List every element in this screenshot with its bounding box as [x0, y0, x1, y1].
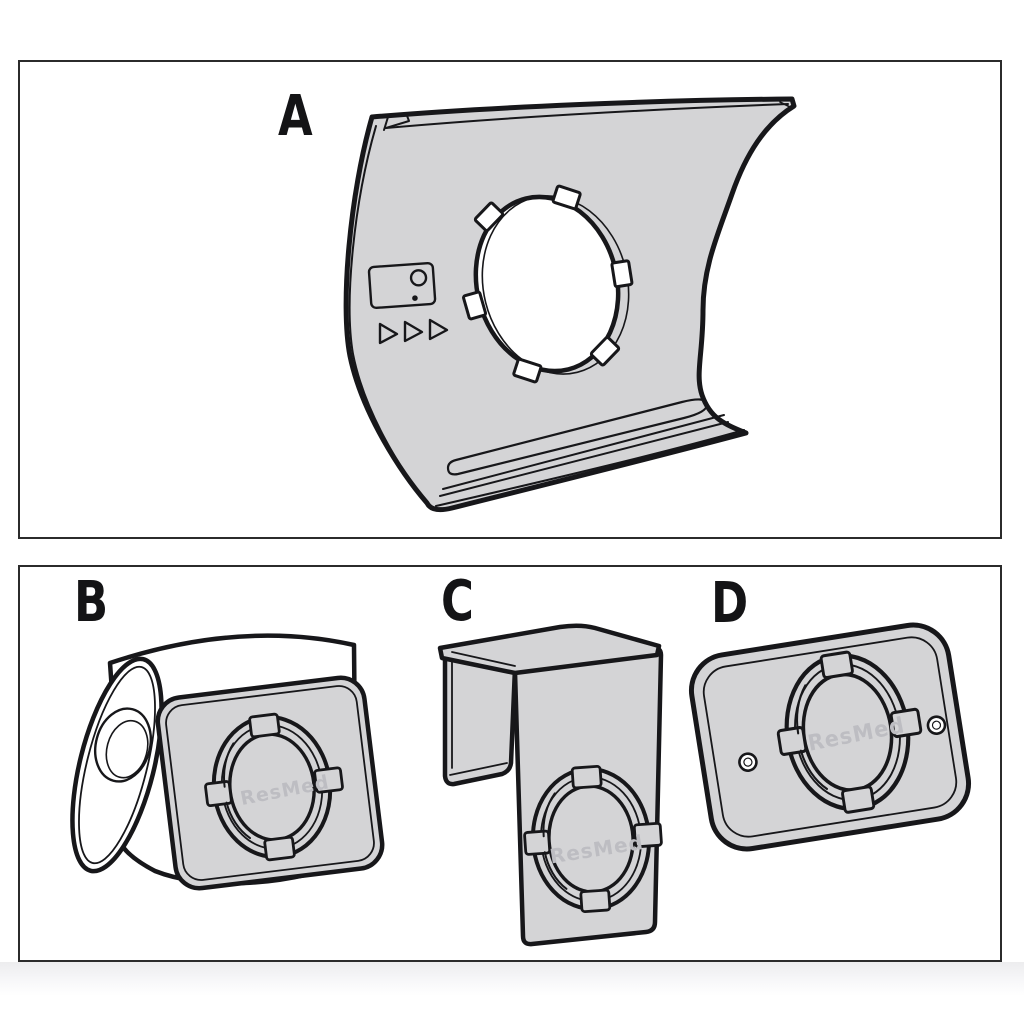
- part-b-tube-bore: [94, 707, 152, 783]
- part-label-a: A: [278, 84, 313, 149]
- screw-hole-left: [738, 752, 758, 772]
- part-c-drawing: ResMed: [437, 623, 664, 947]
- part-b-bayonet-mount: ResMed: [204, 712, 344, 862]
- part-b-drawing: ResMed: [70, 633, 385, 891]
- part-d-bayonet-mount: ResMed: [776, 650, 923, 814]
- part-c-hook-flap: [442, 649, 518, 787]
- part-label-d: D: [711, 571, 748, 636]
- panel-top: A: [18, 60, 1002, 539]
- panel-bottom: B C D: [18, 565, 1002, 962]
- part-a-tray-slot: [446, 398, 709, 476]
- indicator-circle-icon: [409, 269, 428, 287]
- part-a-button-panel: [367, 261, 437, 310]
- part-c-bayonet-mount: ResMed: [523, 765, 663, 913]
- screw-hole-right: [926, 715, 947, 735]
- triangle-arrows-icon: [378, 318, 449, 345]
- part-label-c: C: [441, 569, 474, 634]
- part-a-illustration: [343, 96, 797, 513]
- parts-bcd-illustration: ResMed: [70, 622, 972, 947]
- page-bottom-shadow: [0, 962, 1024, 996]
- part-d-drawing: ResMed: [688, 622, 972, 852]
- part-label-b: B: [74, 570, 108, 635]
- indicator-dot-icon: [412, 295, 418, 301]
- part-a-bayonet-hole: [462, 184, 634, 384]
